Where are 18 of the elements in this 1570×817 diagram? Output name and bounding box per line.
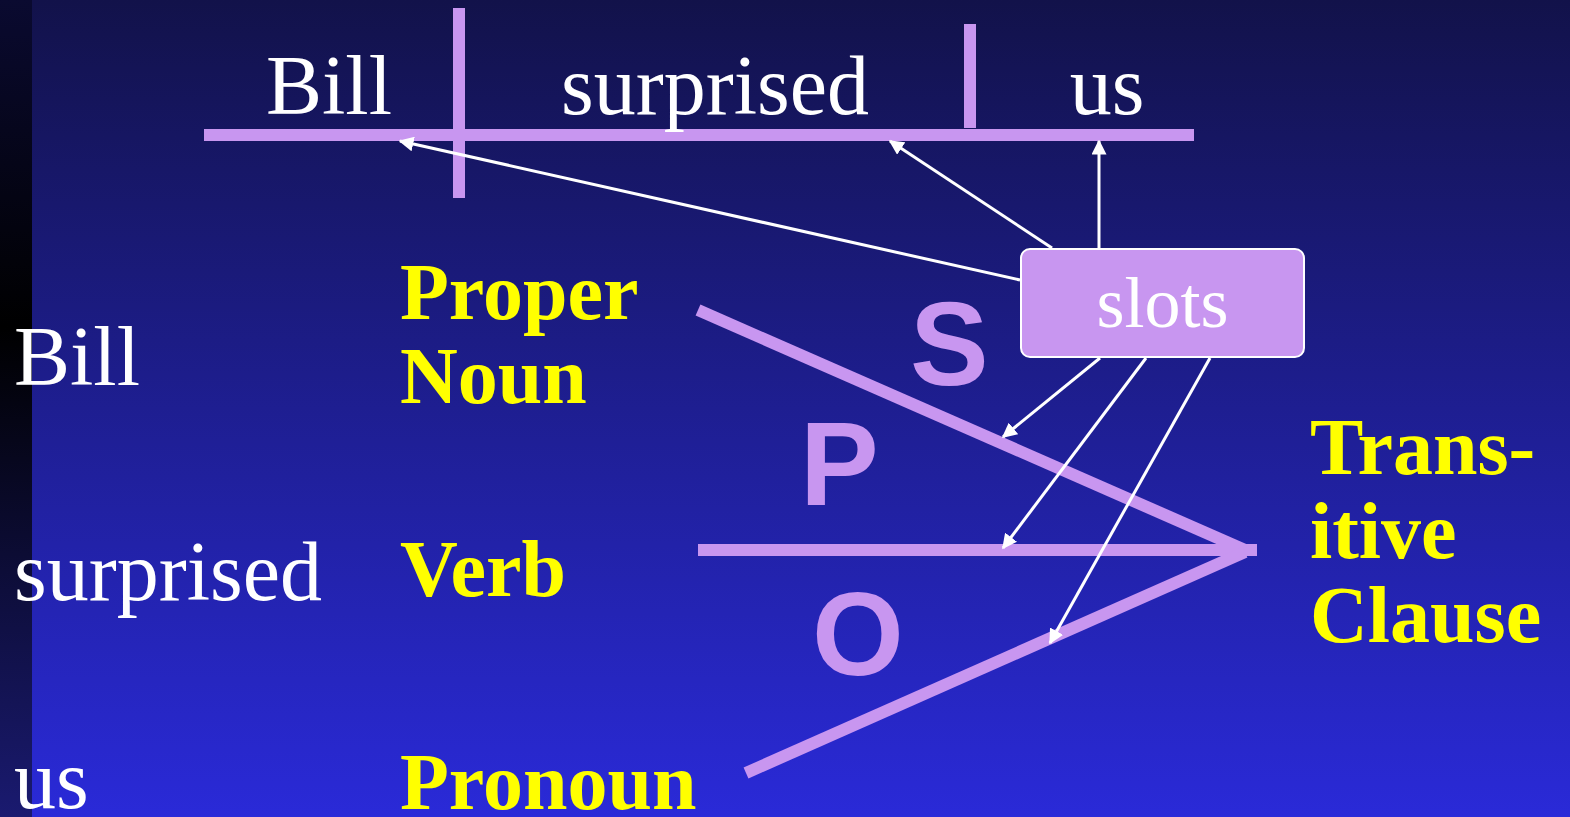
slot-letter: S [910, 285, 989, 403]
word-label: Bill [204, 44, 454, 141]
arrow [1001, 356, 1101, 439]
category-label: Proper Noun [400, 250, 638, 418]
category-label: Pronoun [400, 740, 697, 817]
slot-letter: P [800, 405, 879, 523]
word-label: us [14, 738, 89, 817]
arrow [888, 139, 1053, 250]
arrow [1001, 357, 1148, 550]
slot-box: slots [1020, 248, 1305, 358]
word-label: us [990, 44, 1224, 141]
category-label: Trans- itive Clause [1310, 405, 1543, 657]
category-label: Verb [400, 527, 566, 611]
slot-letter: O [812, 575, 904, 693]
word-label: surprised [470, 44, 960, 141]
arrow [1048, 357, 1212, 645]
arrow [398, 136, 1021, 282]
arrow [1091, 139, 1107, 248]
